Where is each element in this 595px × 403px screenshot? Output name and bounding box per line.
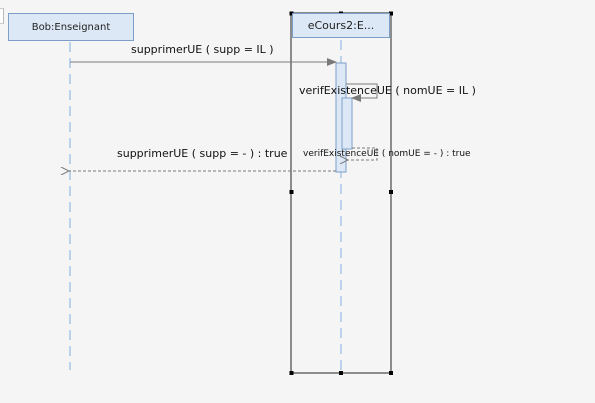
- message-self-call-arrow[interactable]: [346, 83, 378, 102]
- selection-handle[interactable]: [289, 11, 294, 16]
- selection-handle[interactable]: [389, 190, 393, 194]
- lifeline-header-ecours[interactable]: eCours2:E...: [292, 13, 390, 38]
- selection-handle[interactable]: [339, 371, 343, 375]
- selection-handle[interactable]: [289, 371, 294, 375]
- canvas-edge-marker: [0, 8, 4, 24]
- selection-handle[interactable]: [389, 11, 393, 16]
- selection-handle[interactable]: [289, 190, 294, 194]
- message-self-return-arrow[interactable]: [348, 147, 378, 160]
- message-label-return-main[interactable]: supprimerUE ( supp = - ) : true: [117, 147, 288, 160]
- lifeline-label-bob: Bob:Enseignant: [31, 21, 111, 33]
- activation-bar-self[interactable]: [341, 97, 353, 150]
- message-label-self-call[interactable]: verifExistenceUE ( nomUE = IL ): [299, 84, 476, 97]
- selection-handle[interactable]: [389, 371, 393, 375]
- message-label-call-main[interactable]: supprimerUE ( supp = IL ): [131, 43, 274, 56]
- lifeline-label-ecours: eCours2:E...: [307, 19, 375, 32]
- lifeline-header-bob[interactable]: Bob:Enseignant: [8, 13, 134, 41]
- message-label-self-return[interactable]: verifExistenceUE ( nomUE = - ) : true: [303, 149, 471, 159]
